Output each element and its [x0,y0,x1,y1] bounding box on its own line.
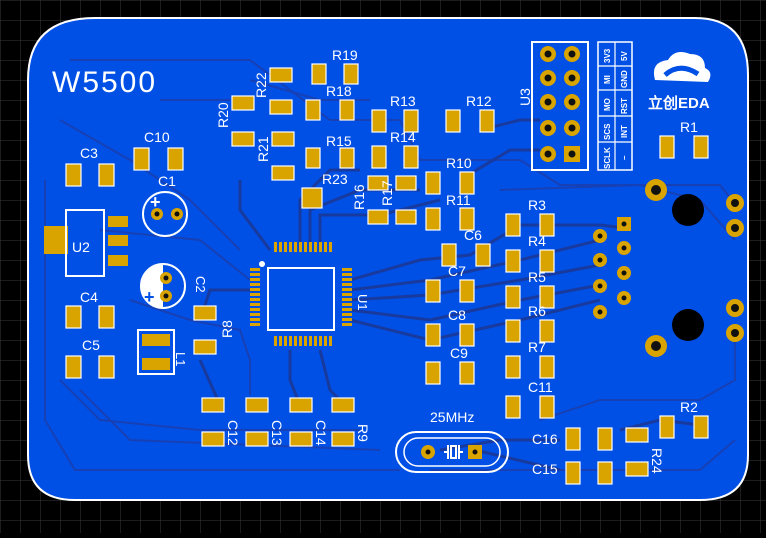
hdr-mi: MI [603,75,612,84]
regulator-u2: U2 [44,209,128,277]
label-c13: C13 [269,420,285,446]
header-u3: 3V3 5V MI GND MO RST SCS INT SCLK – U3 [517,41,633,171]
label-c9: C9 [450,345,468,361]
label-c8: C8 [448,307,466,323]
smd-passives [65,63,709,485]
label-r15: R15 [326,133,352,149]
label-r6: R6 [528,303,546,319]
label-u2: U2 [72,239,90,255]
label-r14: R14 [390,129,416,145]
hdr-sclk: SCLK [603,147,612,169]
hdr-int: INT [620,125,629,138]
label-r22: R22 [253,72,269,98]
logo-text: 立创EDA [648,94,710,112]
label-r19: R19 [332,47,358,63]
cap-c2: + C2 [140,263,208,309]
label-r24: R24 [649,448,665,474]
hdr-gnd: GND [620,70,629,88]
lceda-logo: 立创EDA [648,52,711,112]
label-c3: C3 [80,145,98,161]
label-r16: R16 [351,184,367,210]
label-r13: R13 [390,93,416,109]
hdr-5v: 5V [620,51,629,61]
label-r3: R3 [528,197,546,213]
label-r8: R8 [219,320,235,338]
label-c14: C14 [313,420,329,446]
label-c16: C16 [532,431,558,447]
ic-u1: U1 [250,242,370,346]
label-r21: R21 [255,136,271,162]
label-r9: R9 [355,424,371,442]
plus-c2: + [144,287,155,307]
label-r20: R20 [215,102,231,128]
cap-c1: + C1 [142,173,188,237]
label-r5: R5 [528,269,546,285]
hdr-rst: RST [620,98,629,114]
hdr-scs: SCS [603,123,612,140]
label-crystal: 25MHz [430,409,474,425]
label-r1: R1 [680,119,698,135]
label-c12: C12 [225,420,241,446]
label-c1: C1 [158,173,176,189]
label-c7: C7 [448,263,466,279]
rj45-connector-pads [593,179,744,357]
board-title: W5500 [52,66,157,99]
label-r17: R17 [379,180,395,206]
label-r12: R12 [466,93,492,109]
plus-c1: + [150,192,161,212]
hdr-nc: – [620,155,629,160]
hdr-mo: MO [603,98,612,111]
label-r4: R4 [528,233,546,249]
label-c6: C6 [464,227,482,243]
copper-pour [44,59,741,471]
label-c2: C2 [193,276,208,293]
label-r23: R23 [322,171,348,187]
label-c4: C4 [80,289,98,305]
label-u3: U3 [517,88,533,106]
label-u1: U1 [355,294,370,311]
label-r18: R18 [326,83,352,99]
label-c10: C10 [144,129,170,145]
label-r7: R7 [528,339,546,355]
label-r11: R11 [446,192,471,208]
label-r10: R10 [446,155,472,171]
hdr-3v3: 3V3 [603,48,612,63]
label-c15: C15 [532,461,558,477]
inductor-l1: L1 [137,329,188,375]
label-c11: C11 [528,379,553,395]
crystal-25mhz: 25MHz [395,409,509,473]
label-r2: R2 [680,399,698,415]
label-c5: C5 [82,337,100,353]
label-l1: L1 [173,352,188,366]
